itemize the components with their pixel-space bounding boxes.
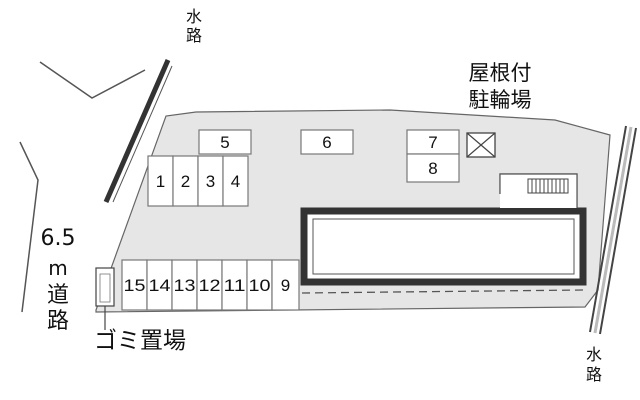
parking-label-12: 12 (199, 276, 221, 295)
water-channel-left (102, 57, 173, 204)
road-edge-upper (39, 61, 146, 99)
road-label-2: 路 (47, 309, 69, 334)
parking-label-14: 14 (149, 276, 171, 295)
parking-space-10 (246, 259, 273, 311)
parking-space-3 (197, 155, 224, 207)
stairs-icon (527, 178, 569, 194)
parking-row-1-4: 1 2 3 4 (147, 155, 249, 207)
parking-label-4: 4 (231, 172, 240, 191)
parking-space-9 (271, 259, 300, 311)
parking-space-12 (196, 259, 223, 311)
water-channel-right (589, 125, 637, 335)
parking-label-10: 10 (249, 276, 271, 295)
bike-parking-box (466, 132, 496, 158)
bike-parking-label-2: 駐輪場 (469, 88, 532, 112)
parking-label-2: 2 (181, 172, 190, 191)
water-label-top-1: 水 (186, 7, 202, 26)
parking-space-1 (147, 155, 174, 207)
parking-label-1: 1 (156, 172, 165, 191)
building (300, 207, 587, 286)
parking-row-15-9: 15 14 13 12 11 10 9 (121, 259, 300, 311)
parking-label-9: 9 (281, 276, 290, 295)
parking-space-8: 8 (406, 153, 460, 183)
parking-label-11: 11 (224, 276, 246, 295)
road-edge-left (19, 141, 39, 313)
parking-space-15 (121, 259, 148, 311)
road-label-1: 道 (47, 283, 69, 308)
parking-space-5: 5 (198, 129, 252, 155)
parking-space-6: 6 (300, 129, 354, 155)
walkway-dashed-line (301, 289, 585, 294)
parking-space-13 (171, 259, 198, 311)
parking-label-15: 15 (124, 276, 146, 295)
svg-text:7: 7 (428, 133, 437, 152)
parking-label-3: 3 (206, 172, 215, 191)
water-label-right-1: 水 (586, 345, 602, 364)
trash-area-label: ゴミ置場 (94, 328, 186, 354)
parking-space-4 (222, 155, 249, 207)
water-label-right-2: 路 (586, 365, 602, 384)
trash-area (95, 267, 115, 330)
road-width-label: 6.5 (41, 226, 76, 251)
parking-label-13: 13 (174, 276, 196, 295)
svg-text:5: 5 (220, 133, 229, 152)
road-unit-label: m (48, 256, 67, 280)
svg-text:8: 8 (428, 159, 437, 178)
parking-space-11 (221, 259, 248, 311)
water-label-top-2: 路 (186, 26, 202, 45)
bike-parking-label-1: 屋根付 (469, 61, 532, 85)
parking-space-2 (172, 155, 199, 207)
svg-text:6: 6 (322, 133, 331, 152)
parking-space-7: 7 (406, 129, 460, 155)
